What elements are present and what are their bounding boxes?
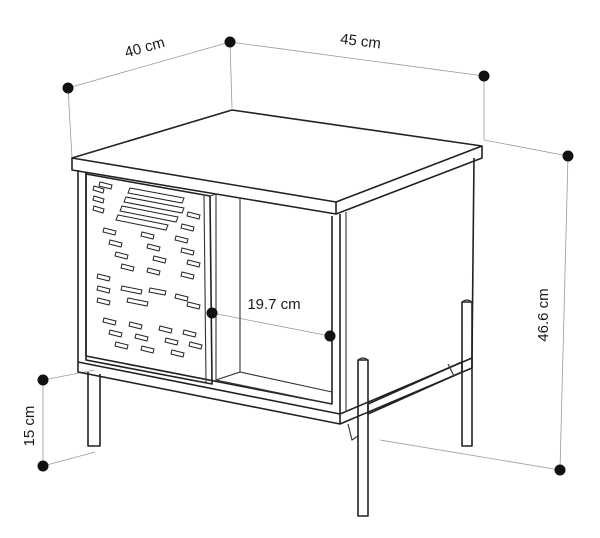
height-label: 46.6 cm bbox=[535, 288, 552, 341]
opening-width-label: 19.7 cm bbox=[247, 296, 300, 313]
depth-label: 40 cm bbox=[123, 34, 167, 62]
width-label: 45 cm bbox=[339, 31, 382, 53]
leg-bottom-marker bbox=[37, 460, 49, 472]
depth-end-marker bbox=[224, 36, 236, 48]
cabinet-legs bbox=[87, 299, 473, 517]
width-end-marker bbox=[478, 70, 490, 82]
height-top-marker bbox=[562, 150, 574, 162]
leg-top-marker bbox=[37, 374, 49, 386]
dimension-lines bbox=[42, 41, 569, 471]
dimension-markers bbox=[37, 36, 574, 476]
height-bottom-marker bbox=[554, 464, 566, 476]
depth-start-marker bbox=[62, 82, 74, 94]
leg-height-label: 15 cm bbox=[21, 406, 38, 447]
door-perforation-pattern bbox=[92, 181, 203, 358]
opening-start-marker bbox=[206, 307, 218, 319]
cabinet-body bbox=[71, 109, 483, 425]
opening-end-marker bbox=[324, 330, 336, 342]
